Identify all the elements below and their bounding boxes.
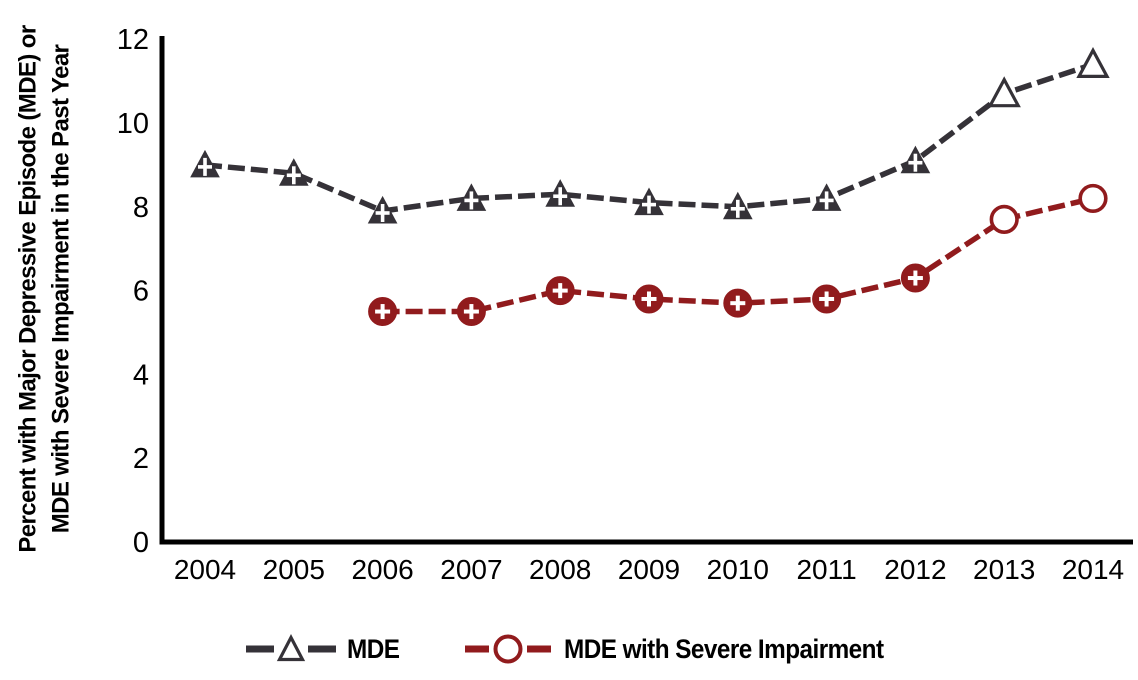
legend-label-mde: MDE xyxy=(347,633,400,664)
legend-open-triangle-icon xyxy=(277,634,306,662)
mde-severe-legend-marker-icon xyxy=(464,634,551,664)
x-tick-label-2010: 2010 xyxy=(707,554,769,585)
x-tick-label-2013: 2013 xyxy=(973,554,1035,585)
x-tick-label-2009: 2009 xyxy=(618,554,680,585)
y-axis-title: Percent with Major Depressive Episode (M… xyxy=(12,25,77,552)
y-tick-label-2: 2 xyxy=(133,443,149,475)
mde-severe-marker-2014 xyxy=(1078,183,1108,214)
y-tick-label-10: 10 xyxy=(117,108,149,140)
y-axis-title-line2: MDE with Severe Impairment in the Past Y… xyxy=(47,44,74,534)
legend-open-circle-icon xyxy=(493,634,523,664)
x-tick-label-2006: 2006 xyxy=(351,554,413,585)
mde-marker-2013 xyxy=(987,76,1021,108)
x-tick-label-2007: 2007 xyxy=(440,554,502,585)
mde-legend-marker-icon xyxy=(246,634,337,662)
legend: MDE MDE with Severe Impairment xyxy=(0,633,1138,665)
y-tick-label-0: 0 xyxy=(133,527,149,559)
x-tick-label-2012: 2012 xyxy=(884,554,946,585)
x-tick-label-2004: 2004 xyxy=(174,554,236,585)
x-tick-label-2008: 2008 xyxy=(529,554,591,585)
mde-severe-marker-2013 xyxy=(989,204,1019,234)
x-tick-label-2014: 2014 xyxy=(1062,554,1124,585)
y-tick-label-4: 4 xyxy=(133,359,149,391)
y-tick-label-8: 8 xyxy=(133,192,149,224)
legend-label-mde-severe: MDE with Severe Impairment xyxy=(563,633,884,664)
legend-item-mde: MDE xyxy=(245,633,405,665)
y-tick-label-12: 12 xyxy=(117,24,149,56)
x-tick-label-2005: 2005 xyxy=(263,554,325,585)
legend-item-mde-severe: MDE with Severe Impairment xyxy=(462,633,919,665)
mde-marker-2014 xyxy=(1076,46,1110,78)
y-tick-label-6: 6 xyxy=(133,276,149,308)
x-tick-label-2011: 2011 xyxy=(796,554,856,585)
y-axis-title-line1: Percent with Major Depressive Episode (M… xyxy=(14,25,42,553)
